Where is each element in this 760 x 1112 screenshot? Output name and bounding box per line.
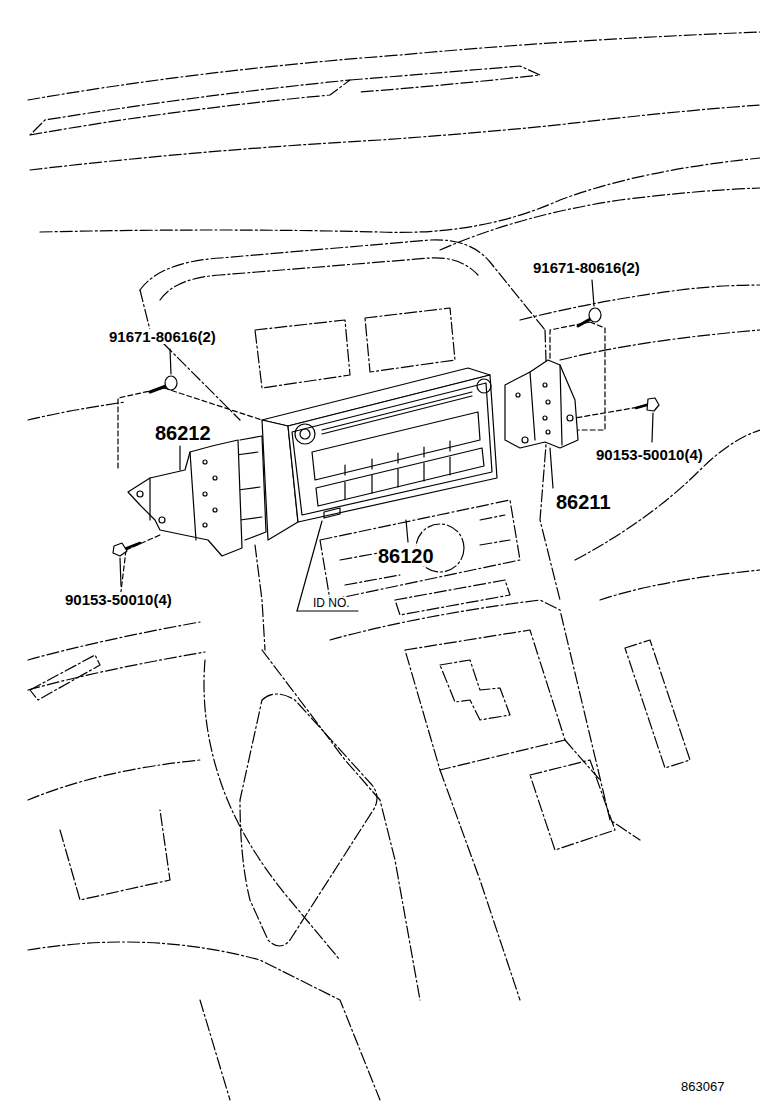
bracket <box>530 365 562 445</box>
leader-line <box>179 446 180 470</box>
part-number: 91671-80616(2) <box>108 329 217 344</box>
radio-display <box>312 412 480 480</box>
id-note: ID NO. <box>312 597 351 609</box>
right-dash <box>520 285 760 320</box>
leader-line <box>120 558 121 586</box>
leader-line <box>652 413 653 442</box>
center-cluster <box>160 258 478 300</box>
callout-number: 86212 <box>154 423 212 443</box>
upper-vent <box>255 320 350 388</box>
upper-vent <box>365 308 455 372</box>
windshield-edge <box>28 32 760 100</box>
bracket <box>128 440 242 556</box>
floor <box>28 942 380 1100</box>
left-dash <box>28 402 125 420</box>
lower-pocket <box>240 694 377 946</box>
dash-ridge <box>40 158 760 232</box>
left-vent <box>30 655 100 700</box>
center-slot <box>395 580 510 615</box>
console-side <box>440 770 520 1000</box>
bolt <box>113 543 140 556</box>
defroster-vent <box>30 80 350 135</box>
radio-face <box>288 375 497 522</box>
right-panel <box>600 570 760 600</box>
console-side <box>565 740 600 780</box>
lower-dash <box>60 810 170 900</box>
radio-face <box>292 383 492 515</box>
part-number: 91671-80616(2) <box>532 260 641 275</box>
lower-dash <box>28 760 200 800</box>
alignment-line <box>120 535 160 600</box>
figure-number: 863067 <box>680 1080 725 1093</box>
screw <box>150 376 177 392</box>
pedal <box>625 640 690 768</box>
alignment-line <box>118 388 262 470</box>
shift-gate <box>405 630 565 770</box>
floor <box>200 1000 230 1100</box>
radio-knob <box>477 379 491 393</box>
radio-knob <box>295 424 315 444</box>
left-dash <box>28 622 200 660</box>
meter-hood <box>440 188 760 250</box>
callout-number: 86211 <box>555 492 612 512</box>
leader-line <box>550 448 553 488</box>
part-number: 90153-50010(4) <box>595 447 704 462</box>
part-number: 90153-50010(4) <box>64 592 173 607</box>
cd-slot <box>322 392 472 434</box>
radio-buttons <box>345 457 450 499</box>
bracket <box>505 360 578 448</box>
radio-knob <box>300 429 310 439</box>
left-dash <box>28 652 205 690</box>
alignment-line <box>575 406 645 418</box>
center-cluster-side <box>140 290 240 420</box>
leader-line <box>592 280 594 306</box>
knee-panel <box>204 660 340 960</box>
leader-line <box>170 349 171 374</box>
console-rear <box>530 760 615 850</box>
right-dash <box>560 330 760 360</box>
defroster-vent <box>350 66 540 92</box>
console <box>262 650 420 1000</box>
dash-top <box>30 105 760 170</box>
center-cluster-side <box>255 545 265 650</box>
shift-gate <box>440 660 510 720</box>
leader-underline <box>297 610 358 611</box>
center-cluster <box>140 240 545 330</box>
bracket <box>150 452 196 540</box>
climate-panel <box>320 500 520 600</box>
id-plate <box>324 508 340 518</box>
bracket-holes <box>516 383 573 443</box>
callout-number: 86120 <box>377 546 435 566</box>
radio-buttons <box>316 448 484 506</box>
screw <box>578 308 601 326</box>
leader-line <box>406 520 408 542</box>
climate-buttons <box>340 515 510 585</box>
bracket-holes <box>137 460 217 527</box>
bolt <box>636 398 659 411</box>
